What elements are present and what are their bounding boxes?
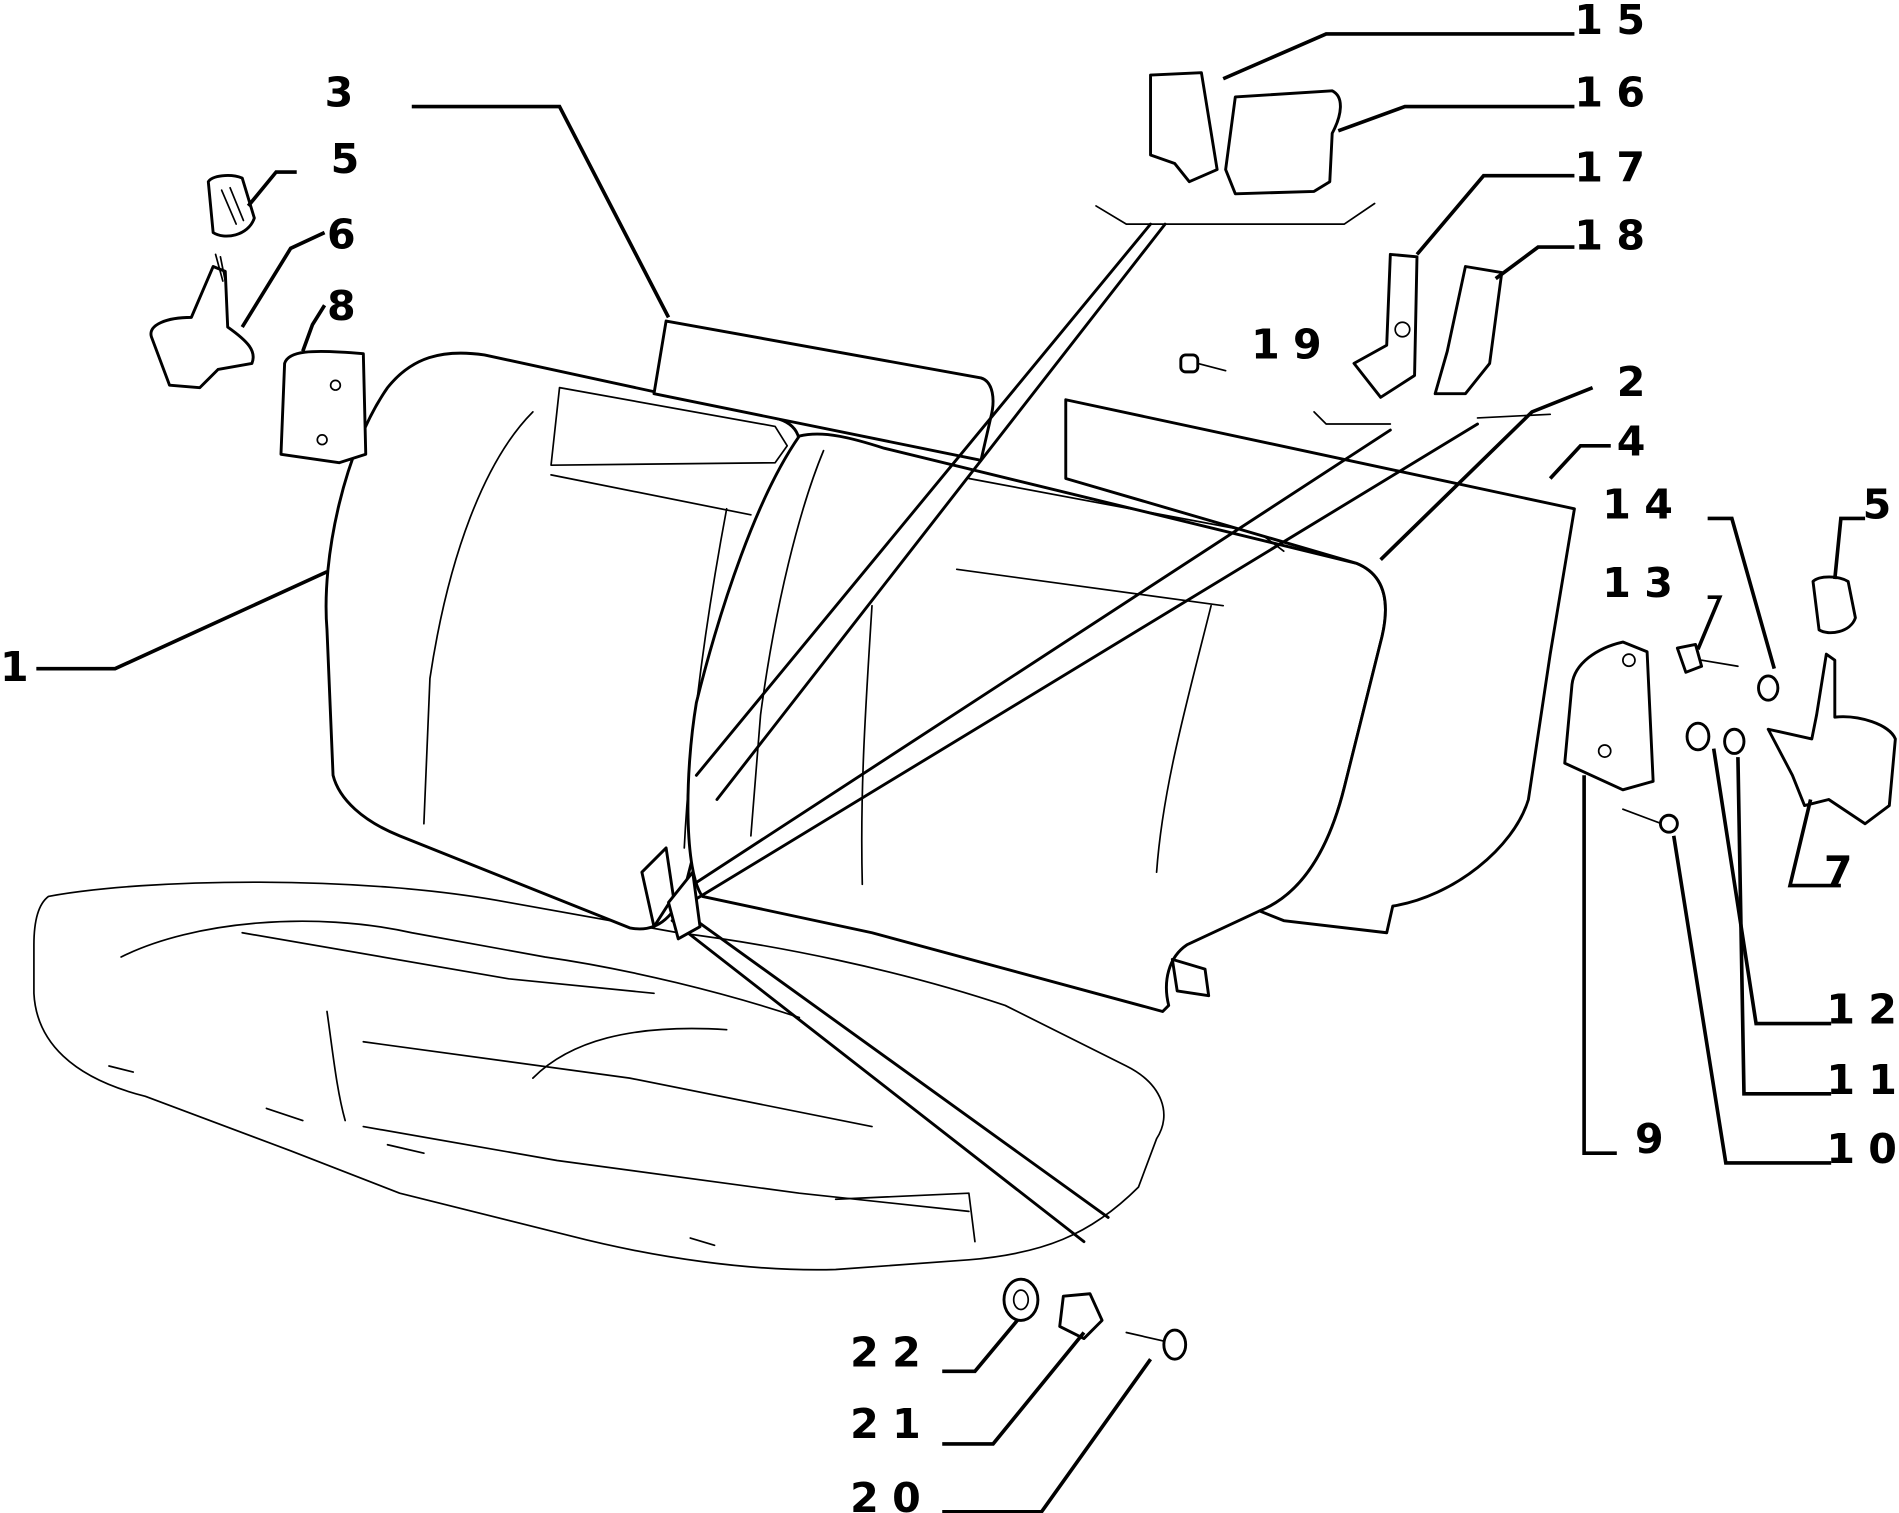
callout-6: 6: [327, 210, 369, 258]
callout-15: 15: [1574, 0, 1658, 44]
callout-20: 20: [850, 1474, 934, 1513]
part-6-lock: [149, 253, 255, 390]
part-5-left: [206, 174, 256, 238]
parts-20-to-22-bolts: [1002, 1277, 1188, 1361]
callout-1: 1: [0, 643, 42, 691]
callout-8: 8: [327, 282, 369, 330]
part-19-screw: [1179, 353, 1227, 374]
callout-13: 13: [1602, 559, 1686, 607]
callout-7: 7: [1824, 848, 1866, 896]
callout-16: 16: [1574, 69, 1658, 117]
callout-5-left: 5: [331, 135, 373, 183]
seat-back-left: [324, 351, 801, 931]
callout-21: 21: [850, 1400, 934, 1448]
callout-12: 12: [1826, 986, 1899, 1034]
seat-belts: [640, 202, 1552, 1244]
callout-3: 3: [325, 69, 367, 117]
backrest-panel-4: [1064, 398, 1576, 935]
callout-4: 4: [1617, 417, 1659, 465]
part-5-right: [1811, 575, 1857, 635]
part-8-bracket: [279, 349, 368, 465]
seat-back-right: [686, 432, 1387, 1013]
part-15-16-covers: [1149, 71, 1342, 196]
callout-11: 11: [1826, 1056, 1899, 1104]
callout-14: 14: [1602, 480, 1686, 528]
backrest-panel-3: [652, 319, 995, 462]
part-7-lock: [1766, 652, 1897, 826]
seat-cushion: [33, 881, 1165, 1271]
callout-19: 19: [1251, 321, 1335, 369]
callout-2: 2: [1617, 358, 1659, 406]
callout-22: 22: [850, 1328, 934, 1376]
part-17-18-brackets: [1352, 252, 1504, 399]
callout-18: 18: [1574, 212, 1658, 260]
callout-5-right: 5: [1863, 480, 1899, 528]
callout-9: 9: [1635, 1115, 1677, 1163]
part-9-striker: [1563, 640, 1655, 792]
callout-17: 17: [1574, 144, 1658, 192]
parts-10-to-14-fasteners: [1622, 642, 1780, 834]
leader-lines: [36, 32, 1866, 1513]
callout-10: 10: [1826, 1125, 1899, 1173]
